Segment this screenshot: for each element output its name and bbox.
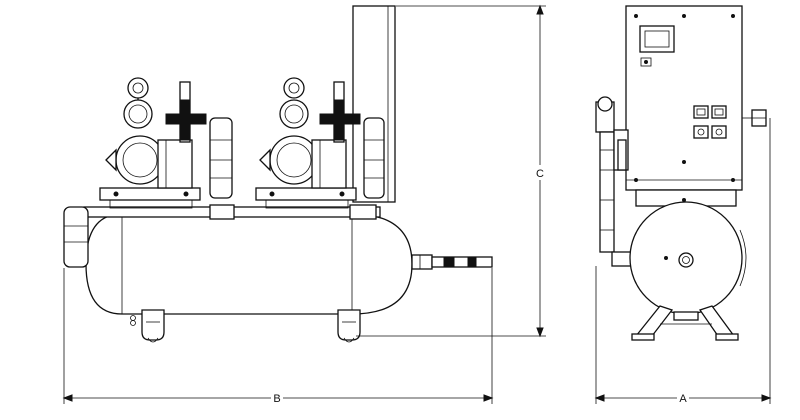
dimension-b-label: B bbox=[273, 393, 280, 405]
side-view bbox=[594, 5, 772, 404]
receiver-tank bbox=[85, 213, 413, 315]
dimension-a-label: A bbox=[679, 393, 687, 405]
side-riser-pipe bbox=[595, 96, 633, 267]
dimension-c-label: C bbox=[536, 168, 544, 180]
pump-unit-2 bbox=[255, 77, 385, 209]
control-cabinet-side bbox=[625, 5, 743, 191]
side-tank bbox=[629, 189, 747, 315]
front-view bbox=[62, 4, 546, 404]
drain-valve bbox=[130, 315, 136, 326]
pump-unit-1 bbox=[99, 77, 233, 209]
side-legs bbox=[631, 305, 739, 341]
outlet-pipe bbox=[411, 254, 493, 270]
tank-foot-right bbox=[337, 309, 361, 343]
dimension-c bbox=[356, 4, 546, 338]
manifold-pipe bbox=[63, 204, 381, 268]
pressure-switch bbox=[742, 109, 767, 127]
tank-foot-left bbox=[141, 309, 165, 343]
dimension-a bbox=[594, 118, 772, 404]
